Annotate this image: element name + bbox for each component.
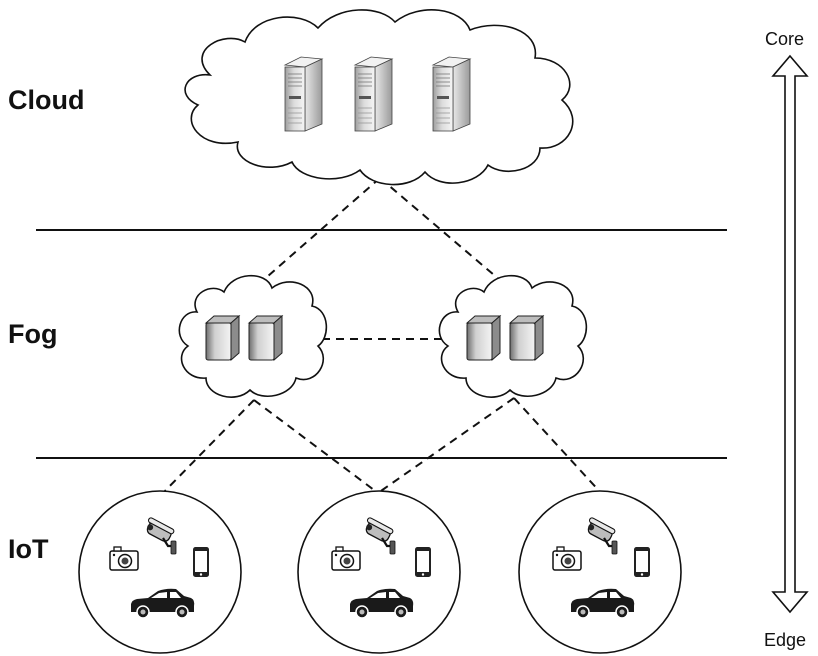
server-icon [354,56,393,132]
camera-icon [109,546,139,571]
iot-cluster-3 [518,490,682,654]
iot-cluster-boundary [297,490,461,654]
iot-cluster-boundary [78,490,242,654]
smartphone-icon [193,547,209,577]
link-fog-left-iot-2 [253,399,379,494]
link-cloud-fog-left [251,177,381,291]
layer-label-cloud: Cloud [8,85,84,115]
layer-label-fog: Fog [8,319,57,349]
smartphone-icon [634,547,650,577]
server-icon [509,315,544,361]
server-icon [248,315,283,361]
smartphone-icon [415,547,431,577]
iot-cluster-1 [78,490,242,654]
axis-label-core: Core [765,29,804,49]
server-icon [205,315,240,361]
iot-cluster-boundary [518,490,682,654]
link-fog-left-iot-1 [159,399,255,497]
fog-node-right [438,274,588,398]
network-links [159,177,603,497]
layer-label-iot: IoT [8,534,49,564]
camera-icon [331,546,361,571]
iot-cluster-2 [297,490,461,654]
server-icon [466,315,501,361]
server-icon [432,56,471,132]
link-fog-right-iot-2 [377,397,515,494]
axis-label-edge: Edge [764,630,806,650]
server-icon [284,56,323,132]
link-cloud-fog-right [379,177,515,293]
fog-node-left [178,274,328,398]
link-fog-right-iot-3 [513,397,603,495]
camera-icon [552,546,582,571]
cloud-node [184,9,574,186]
double-arrow-icon [771,54,809,614]
